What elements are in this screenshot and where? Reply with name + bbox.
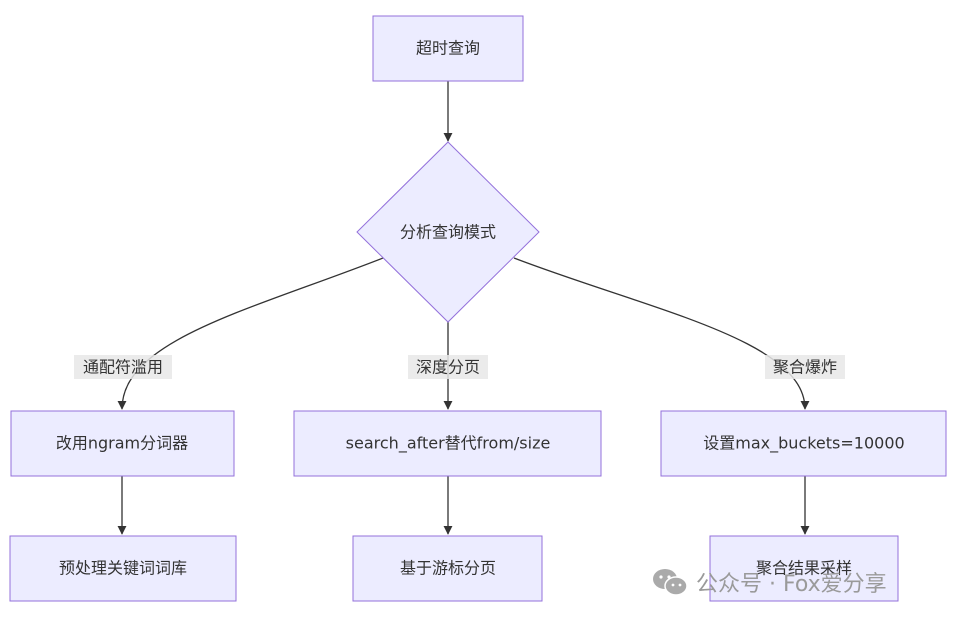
watermark-text: 公众号 · Fox爱分享 — [696, 572, 887, 597]
edge-label-text: 聚合爆炸 — [773, 358, 837, 377]
node-step-agg: 聚合结果采样 — [709, 535, 899, 602]
node-label: search_after替代from/size — [346, 434, 551, 454]
wechat-icon — [653, 569, 688, 596]
edge-label-text: 深度分页 — [416, 358, 480, 377]
watermark: 公众号 · Fox爱分享 — [652, 566, 887, 598]
node-fix-agg: 设置max_buckets=10000 — [660, 410, 947, 477]
edge-label-paging: 深度分页 — [408, 355, 488, 379]
edge-decision-agg — [513, 257, 810, 410]
edge-decision-wildcard — [117, 257, 384, 410]
node-decision: 分析查询模式 — [356, 141, 540, 323]
node-step-wildcard: 预处理关键词词库 — [9, 535, 237, 602]
node-start: 超时查询 — [372, 15, 524, 82]
node-label: 分析查询模式 — [400, 223, 496, 242]
node-fix-wildcard: 改用ngram分词器 — [10, 410, 235, 477]
node-label: 基于游标分页 — [400, 559, 496, 578]
edge-label-text: 通配符滥用 — [83, 358, 163, 377]
node-step-paging: 基于游标分页 — [352, 535, 543, 602]
node-label: 改用ngram分词器 — [56, 434, 188, 453]
node-label: 聚合结果采样 — [756, 559, 852, 578]
edge-label-agg: 聚合爆炸 — [765, 355, 845, 379]
node-label: 设置max_buckets=10000 — [703, 434, 904, 454]
node-label: 预处理关键词词库 — [59, 559, 187, 578]
node-fix-paging: search_after替代from/size — [293, 410, 602, 477]
edge-label-wildcard: 通配符滥用 — [74, 355, 172, 379]
node-label: 超时查询 — [416, 39, 480, 58]
